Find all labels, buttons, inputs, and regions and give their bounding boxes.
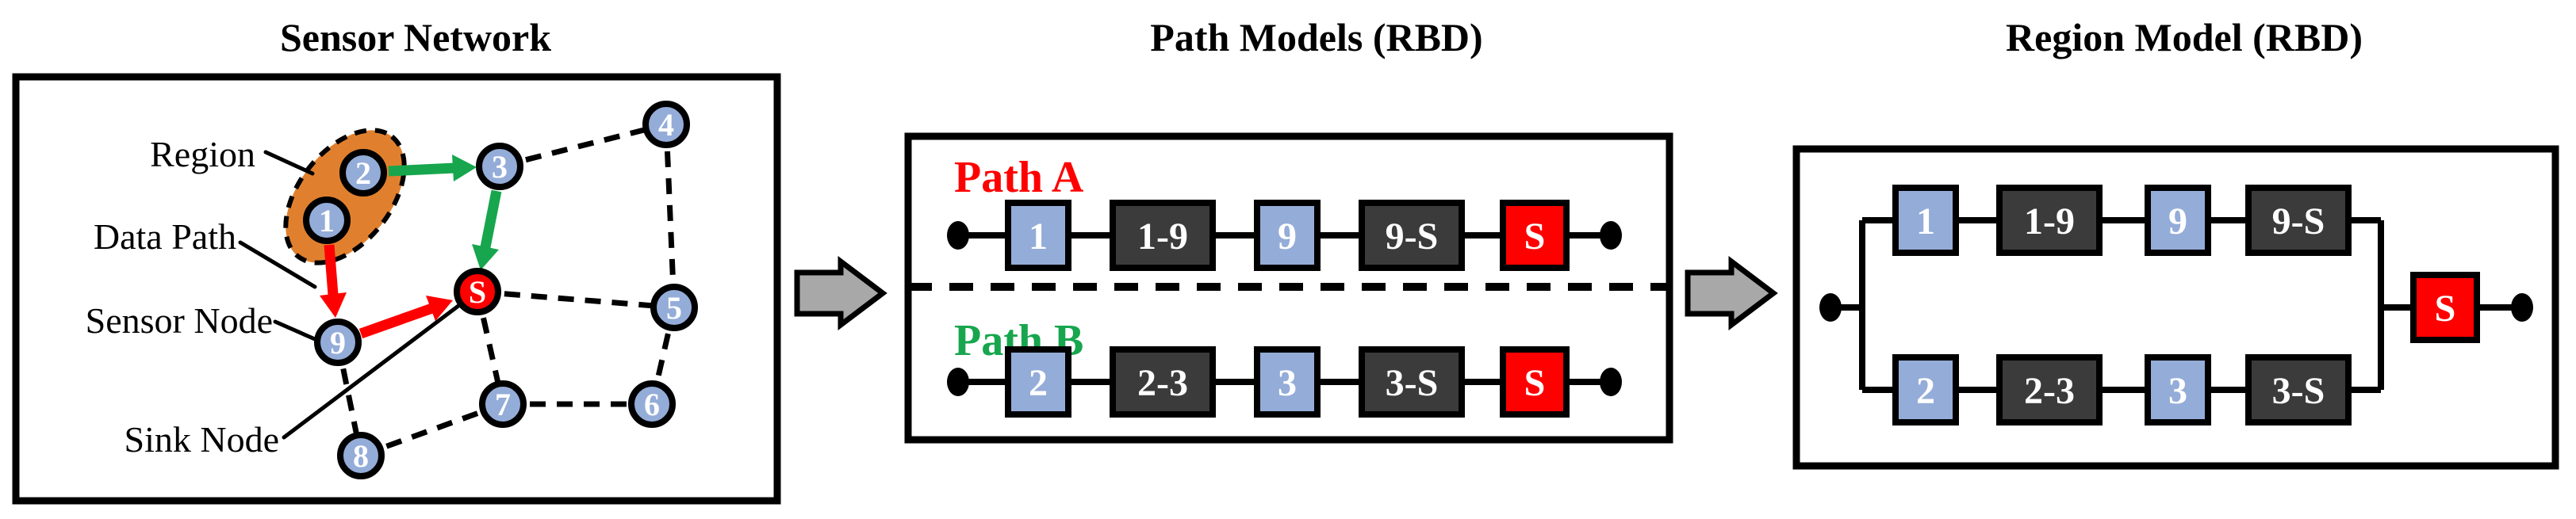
svg-text:S: S [1524, 216, 1546, 258]
region-model-title: Region Model (RBD) [2006, 15, 2363, 59]
legend-sink-node-label: Sink Node [125, 419, 280, 460]
node-3: 3 [476, 143, 523, 190]
link-4-5 [663, 124, 677, 308]
path-b-start-dot [947, 368, 969, 396]
node-9: 9 [314, 319, 362, 366]
region-end-dot [2511, 293, 2533, 322]
region-pointer-line [263, 150, 315, 176]
path-a-block-S: S [1500, 200, 1570, 271]
region-bottom-block-2-3: 2-3 [1996, 354, 2103, 426]
svg-text:S: S [2435, 288, 2456, 330]
region-bottom-block-3-S: 3-S [2245, 354, 2352, 426]
node-sink: S [454, 268, 501, 315]
node-3-label: 3 [492, 149, 508, 185]
path-a-block-1-9: 1-9 [1110, 200, 1216, 271]
svg-text:2-3: 2-3 [1137, 362, 1188, 404]
path-a-row: Path A 1 1-9 9 9-S S [947, 153, 1622, 271]
transform-arrow-icon-2 [1685, 255, 1778, 331]
legend-data-path-label: Data Path [94, 216, 236, 257]
path-a-end-dot [1600, 221, 1622, 250]
node-1-label: 1 [319, 203, 335, 239]
legend-pointers [238, 150, 461, 440]
sink-node-pointer-line [282, 303, 461, 440]
svg-text:9: 9 [2168, 200, 2187, 242]
sensor-network-panel: Sensor Network [12, 15, 781, 505]
region-top-block-9: 9 [2145, 185, 2211, 256]
sensor-node-pointer-line [273, 319, 317, 342]
path-a-label: Path A [954, 153, 1084, 202]
svg-text:2: 2 [1916, 370, 1935, 412]
svg-text:9-S: 9-S [1386, 216, 1439, 258]
node-2-label: 2 [355, 155, 371, 191]
node-6: 6 [628, 380, 676, 428]
node-8-label: 8 [353, 438, 369, 474]
svg-text:1: 1 [1029, 216, 1048, 258]
node-4-label: 4 [658, 107, 674, 143]
svg-text:2: 2 [1029, 362, 1048, 404]
region-bottom-branch: 2 2-3 3 3-S [1892, 354, 2352, 426]
transform-arrow-icon-1 [794, 255, 887, 331]
node-4: 4 [642, 101, 690, 148]
svg-text:9-S: 9-S [2272, 200, 2325, 242]
region-top-block-1-9: 1-9 [1996, 185, 2103, 256]
legend-region-label: Region [150, 134, 255, 174]
path-a-block-9-S: 9-S [1359, 200, 1465, 271]
node-6-label: 6 [644, 387, 660, 422]
link-S-5 [477, 288, 675, 311]
path-b-block-2-3: 2-3 [1110, 346, 1216, 418]
path-a-block-9: 9 [1254, 200, 1321, 271]
svg-text:1-9: 1-9 [2024, 200, 2075, 242]
region-top-branch: 1 1-9 9 9-S [1892, 185, 2352, 256]
svg-text:9: 9 [1278, 216, 1297, 258]
path-a-start-dot [947, 221, 969, 250]
svg-text:3: 3 [2168, 370, 2187, 412]
path-models-panel: Path Models (RBD) Path A 1 1-9 9 9-S [904, 15, 1673, 444]
data-path-pointer-line [238, 240, 317, 289]
path-b-block-2: 2 [1005, 346, 1071, 418]
path-b-block-3-S: 3-S [1359, 346, 1465, 418]
node-sink-label: S [469, 274, 486, 310]
path-a-block-1: 1 [1005, 200, 1071, 271]
region-top-block-9-S: 9-S [2245, 185, 2352, 256]
region-bottom-block-2: 2 [1892, 354, 1959, 426]
svg-text:S: S [1524, 362, 1546, 404]
region-bottom-block-3: 3 [2145, 354, 2211, 426]
sensor-network-title: Sensor Network [280, 15, 551, 59]
path-a-arrow-1-9 [320, 244, 347, 318]
path-b-block-3: 3 [1254, 346, 1321, 418]
path-b-row: Path B 2 2-3 3 3-S S [947, 316, 1622, 418]
path-b-arrow-2-3 [388, 155, 477, 181]
svg-text:2-3: 2-3 [2024, 370, 2075, 412]
node-7-label: 7 [495, 387, 511, 422]
path-b-block-S: S [1500, 346, 1570, 418]
region-sink-block: S [2410, 272, 2480, 343]
svg-text:3: 3 [1278, 362, 1297, 404]
region-start-dot [1819, 293, 1842, 322]
node-7: 7 [479, 380, 527, 428]
link-3-4 [499, 121, 667, 170]
svg-text:3-S: 3-S [1386, 362, 1439, 404]
path-b-arrow-3-S [472, 189, 502, 270]
path-b-end-dot [1600, 368, 1622, 396]
node-5: 5 [650, 284, 698, 331]
node-1: 1 [303, 197, 351, 244]
svg-text:1: 1 [1916, 200, 1935, 242]
region-top-block-1: 1 [1892, 185, 1959, 256]
legend-sensor-node-label: Sensor Node [86, 300, 273, 341]
network-nodes: 1 2 3 4 5 6 7 [303, 101, 698, 479]
region-model-panel: Region Model (RBD) 1 1-9 [1792, 15, 2559, 470]
svg-text:3-S: 3-S [2272, 370, 2325, 412]
path-a-arrow-9-S [358, 296, 453, 339]
node-2: 2 [339, 149, 387, 197]
node-9-label: 9 [330, 325, 346, 361]
svg-text:1-9: 1-9 [1137, 216, 1188, 258]
node-8: 8 [337, 432, 385, 479]
node-5-label: 5 [666, 290, 682, 326]
path-models-title: Path Models (RBD) [1150, 15, 1482, 59]
